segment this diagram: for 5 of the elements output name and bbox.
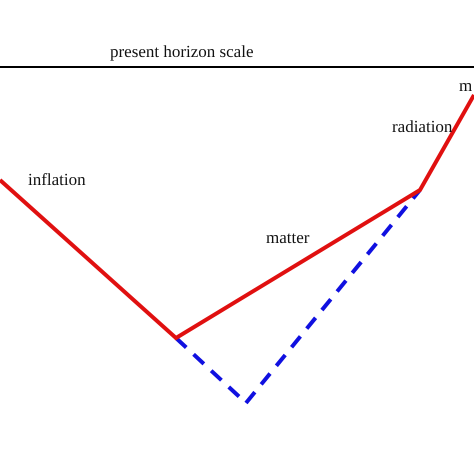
era-label: radiation xyxy=(392,117,452,137)
era-label: inflation xyxy=(28,170,86,190)
era-label: m xyxy=(459,76,472,96)
axis-label: present horizon scale xyxy=(110,42,254,62)
era-label: matter xyxy=(266,228,310,248)
